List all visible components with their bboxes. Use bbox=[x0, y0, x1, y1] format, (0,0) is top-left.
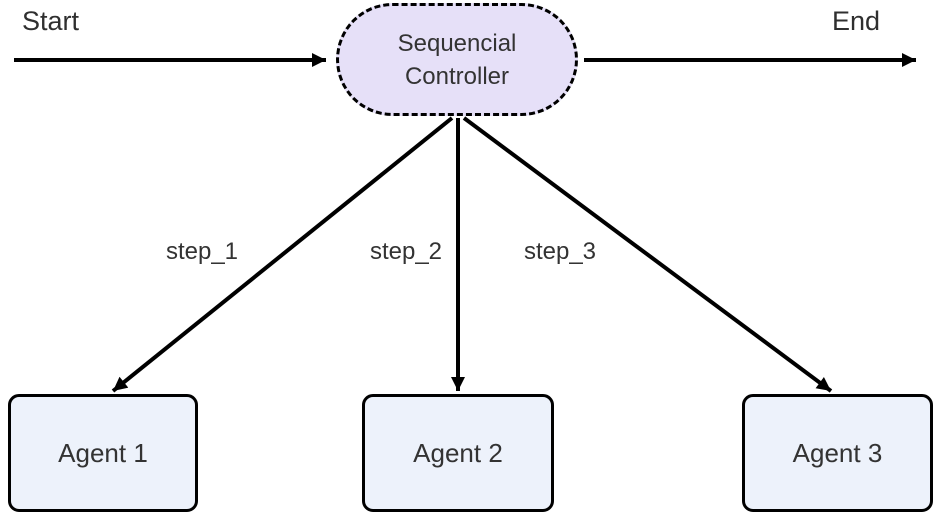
end-label: End bbox=[832, 6, 881, 36]
agent-3-label: Agent 3 bbox=[792, 437, 883, 468]
start-label: Start bbox=[22, 6, 80, 36]
edge-label-step-3: step_3 bbox=[519, 237, 601, 267]
agent-3-node: Agent 3 bbox=[742, 394, 933, 512]
edge-controller-to-agent1 bbox=[111, 116, 454, 393]
controller-label-line2: Controller bbox=[404, 62, 510, 90]
agent-1-node: Agent 1 bbox=[8, 394, 198, 512]
controller-label: Sequencial Controller bbox=[398, 27, 517, 93]
edge-label-step-1: step_1 bbox=[161, 237, 243, 267]
agent-2-label: Agent 2 bbox=[413, 437, 503, 468]
edge-controller-to-agent3 bbox=[462, 116, 833, 393]
controller-label-line1: Sequencial bbox=[397, 29, 517, 57]
agent-2-node: Agent 2 bbox=[362, 394, 554, 512]
edge-label-step-2: step_2 bbox=[365, 237, 447, 267]
sequencial-controller-node: Sequencial Controller bbox=[336, 3, 578, 116]
agent-1-label: Agent 1 bbox=[58, 437, 148, 468]
